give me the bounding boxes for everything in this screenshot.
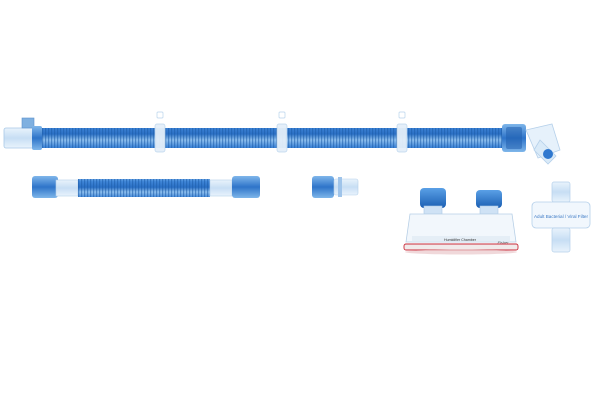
humidifier-label: Humidifier Chamber: [444, 238, 477, 242]
filter-top-port: [551, 181, 571, 203]
filter-bottom-port: [551, 227, 571, 253]
filter-label: Adult Bacterial / Viral Filter: [534, 214, 589, 219]
extension-corrugated: [78, 179, 210, 197]
bacterial-viral-filter: Adult Bacterial / Viral Filter: [531, 181, 591, 253]
extension-left-cuff: [32, 176, 58, 198]
circuit-left-cuff: [32, 126, 42, 150]
adapter-connector: [312, 176, 359, 198]
circuit-left-connector: [3, 127, 35, 149]
circuit-port-cap: [21, 117, 35, 129]
tube-clips: [154, 111, 408, 153]
elbow-port: [543, 149, 553, 159]
humidifier-brand: Fisher: [497, 240, 509, 245]
humidifier-base: [403, 243, 519, 251]
extension-right-cuff: [232, 176, 260, 198]
long-breathing-circuit: [3, 111, 561, 165]
humidifier-cap-left: [420, 188, 446, 208]
corrugated-tube: [42, 128, 504, 148]
humidifier-cap-right: [476, 190, 502, 208]
humidifier-chamber: Humidifier Chamber Fisher: [403, 188, 519, 255]
extension-tube: [32, 176, 260, 198]
